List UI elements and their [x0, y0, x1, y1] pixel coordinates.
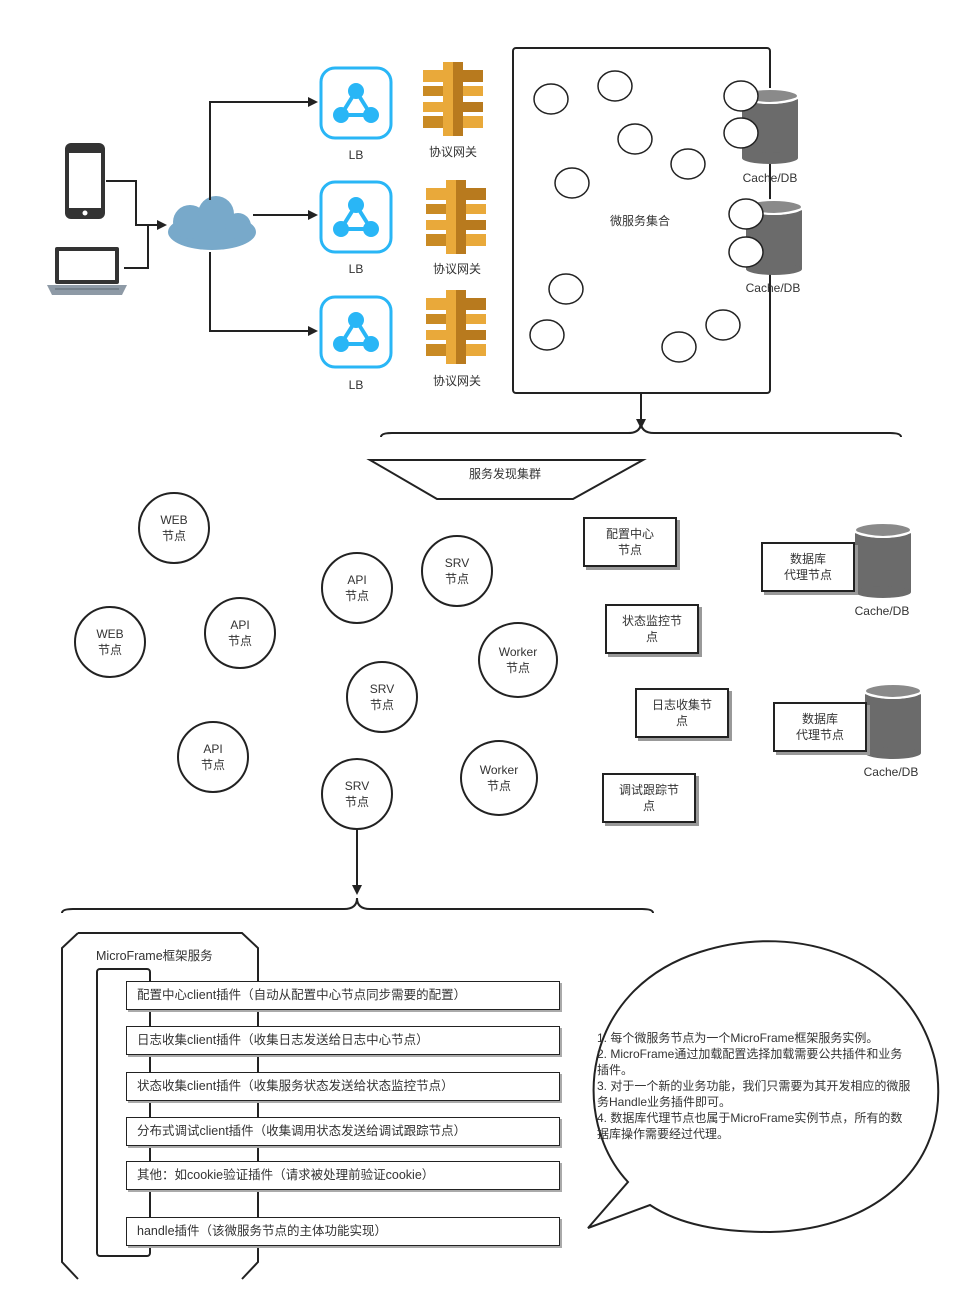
- note-item: 3. 对于一个新的业务功能，我们只需要为其开发相应的微服务Handle业务插件即…: [597, 1079, 911, 1109]
- api-node: API 节点: [321, 552, 393, 624]
- worker-node: Worker 节点: [460, 740, 538, 816]
- plugin-status-client: 状态收集client插件（收集服务状态发送给状态监控节点）: [126, 1072, 560, 1101]
- api-gateway-icon: [426, 180, 486, 254]
- db-proxy-node: 数据库 代理节点: [761, 542, 855, 592]
- load-balancer-icon: [319, 295, 393, 369]
- load-balancer-icon: [319, 180, 393, 254]
- cache-db-label: Cache/DB: [863, 765, 919, 779]
- notes-text: 1. 每个微服务节点为一个MicroFrame框架服务实例。 2. MicroF…: [597, 1030, 913, 1142]
- plugin-handle: handle插件（该微服务节点的主体功能实现）: [126, 1217, 560, 1246]
- srv-node: SRV 节点: [421, 535, 493, 607]
- cloud-to-lb-connectors: [209, 97, 318, 336]
- cache-db-label: Cache/DB: [745, 281, 801, 295]
- debug-trace-node: 调试跟踪节 点: [602, 773, 696, 823]
- note-item: 4. 数据库代理节点也属于MicroFrame实例节点，所有的数据库操作需要经过…: [597, 1111, 903, 1141]
- gateway-label: 协议网关: [428, 145, 477, 159]
- framework-title: MicroFrame框架服务: [96, 949, 213, 963]
- web-node: WEB 节点: [74, 606, 146, 678]
- db-attached-instances: [723, 80, 764, 268]
- microservice-set-title: 微服务集合: [609, 214, 670, 228]
- plugin-debug-client: 分布式调试client插件（收集调用状态发送给调试跟踪节点）: [126, 1117, 560, 1146]
- plugin-config-client: 配置中心client插件（自动从配置中心节点同步需要的配置）: [126, 981, 560, 1010]
- srv-node: SRV 节点: [321, 758, 393, 830]
- database-icon: [854, 522, 912, 599]
- lb-label: LB: [348, 148, 364, 162]
- api-node: API 节点: [204, 597, 276, 669]
- config-center-node: 配置中心 节点: [583, 517, 677, 567]
- lb-label: LB: [348, 262, 364, 276]
- status-monitor-node: 状态监控节 点: [605, 604, 699, 654]
- note-item: 1. 每个微服务节点为一个MicroFrame框架服务实例。: [597, 1031, 879, 1045]
- gateway-label: 协议网关: [432, 374, 481, 388]
- worker-node: Worker 节点: [478, 622, 558, 698]
- load-balancer-icon: [319, 66, 393, 140]
- plugin-other: 其他：如cookie验证插件（请求被处理前验证cookie）: [126, 1161, 560, 1190]
- notes-speech-bubble: [587, 940, 940, 1234]
- brace-top: [380, 421, 902, 438]
- microservice-instances: [529, 70, 741, 363]
- database-icon: [864, 683, 922, 760]
- log-collect-node: 日志收集节 点: [635, 688, 729, 738]
- laptop-icon: [47, 247, 127, 295]
- brace-bottom: [61, 897, 654, 914]
- discovery-banner: [366, 459, 647, 500]
- framework-container: [61, 932, 259, 1280]
- db-proxy-node: 数据库 代理节点: [773, 702, 867, 752]
- cache-db-label: Cache/DB: [742, 171, 798, 185]
- srv-node: SRV 节点: [346, 661, 418, 733]
- gateway-label: 协议网关: [432, 262, 481, 276]
- cache-db-label: Cache/DB: [854, 604, 910, 618]
- discovery-title: 服务发现集群: [468, 467, 541, 481]
- api-node: API 节点: [177, 721, 249, 793]
- cloud-icon: [168, 196, 256, 250]
- api-gateway-icon: [423, 62, 483, 136]
- device-connectors: [106, 180, 167, 269]
- note-item: 2. MicroFrame通过加载配置选择加载需要公共插件和业务插件。: [597, 1047, 903, 1077]
- lb-label: LB: [348, 378, 364, 392]
- plugin-column: [96, 968, 151, 1257]
- plugin-log-client: 日志收集client插件（收集日志发送给日志中心节点）: [126, 1026, 560, 1055]
- web-node: WEB 节点: [138, 492, 210, 564]
- phone-icon: [65, 143, 105, 219]
- api-gateway-icon: [426, 290, 486, 364]
